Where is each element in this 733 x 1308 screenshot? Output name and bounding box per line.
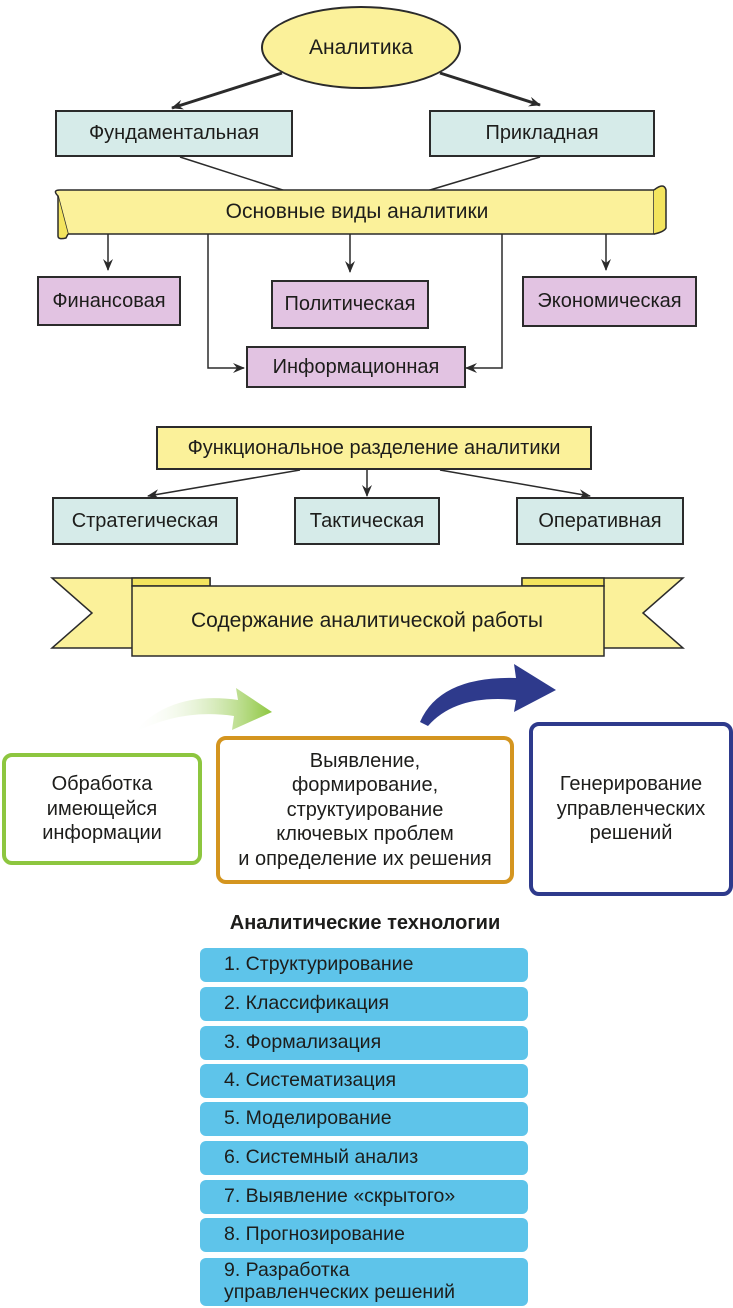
political-label: Политическая xyxy=(284,293,416,315)
tactical-label: Тактическая xyxy=(309,509,425,532)
stage-identification-line: формирование, xyxy=(291,774,439,797)
technology-item: 5. Моделирование xyxy=(200,1102,528,1136)
main-types-title-text: Основные виды аналитики xyxy=(225,200,489,223)
stage-generation-line: решений xyxy=(589,822,673,845)
financial-node: Финансовая xyxy=(37,276,181,326)
fundamental-node: Фундаментальная xyxy=(55,110,293,157)
economic-label: Экономическая xyxy=(537,290,682,312)
technology-label-line: управленческих решений xyxy=(224,1281,455,1303)
technology-item: 1. Структурирование xyxy=(200,948,528,982)
applied-label: Прикладная xyxy=(485,122,599,144)
applied-node: Прикладная xyxy=(429,110,655,157)
stage-identification-line: структуирование xyxy=(286,798,444,821)
content-title-text: Содержание аналитической работы xyxy=(191,609,543,632)
link-functional-to-strategic xyxy=(147,469,301,500)
technology-label: 2. Классификация xyxy=(224,992,390,1015)
stage-processing-line: информации xyxy=(42,822,162,845)
strategic-node: Стратегическая xyxy=(52,497,238,545)
tactical-node: Тактическая xyxy=(294,497,440,545)
technology-label: 7. Выявление «скрытого» xyxy=(224,1185,456,1208)
content-title: Содержание аналитической работы xyxy=(134,590,600,652)
stage-generation: Генерирование управленческих решений xyxy=(529,722,733,896)
stage-identification: Выявление, формирование, структуирование… xyxy=(216,736,514,884)
technology-label-line: 9. Разработка xyxy=(224,1259,350,1282)
technology-item: 4. Систематизация xyxy=(200,1064,528,1098)
root-label: Аналитика xyxy=(309,35,413,59)
operational-label: Оперативная xyxy=(538,509,662,532)
financial-label: Финансовая xyxy=(52,289,166,312)
arrow-root-to-fundamental xyxy=(171,71,283,110)
technologies-title: Аналитические технологии xyxy=(229,912,501,934)
stage-generation-line: Генерирование xyxy=(559,773,703,796)
stage-identification-line: Выявление, xyxy=(309,750,421,773)
scroll-banner-shape xyxy=(54,185,667,240)
technology-item: 6. Системный анализ xyxy=(200,1141,528,1175)
stage-identification-line: ключевых проблем xyxy=(276,823,454,846)
information-node: Информационная xyxy=(246,346,466,388)
stage-processing-line: Обработка xyxy=(51,773,153,796)
technology-label: 5. Моделирование xyxy=(224,1107,392,1130)
technology-item: 8. Прогнозирование xyxy=(200,1218,528,1252)
blue-stage-arrow xyxy=(420,664,556,726)
information-label: Информационная xyxy=(272,355,440,378)
operational-node: Оперативная xyxy=(516,497,684,545)
link-applied-to-scroll xyxy=(419,156,541,194)
technology-label: 6. Системный анализ xyxy=(224,1146,419,1169)
stage-identification-line: и определение их решения xyxy=(238,847,492,870)
technology-item: 2. Классификация xyxy=(200,987,528,1021)
economic-node: Экономическая xyxy=(522,276,697,327)
link-functional-to-operational xyxy=(439,469,591,500)
stage-generation-line: управленческих xyxy=(556,797,706,820)
root-analytics-node: Аналитика xyxy=(261,6,461,89)
technology-label: 3. Формализация xyxy=(224,1031,382,1054)
fundamental-label: Фундаментальная xyxy=(88,122,260,144)
functional-title-node: Функциональное разделение аналитики xyxy=(156,426,592,470)
ribbon-banner-shape xyxy=(50,577,685,657)
technology-label: 8. Прогнозирование xyxy=(224,1223,405,1246)
political-node: Политическая xyxy=(271,280,429,329)
functional-title-label: Функциональное разделение аналитики xyxy=(187,436,561,459)
arrow-root-to-applied xyxy=(439,71,541,107)
technology-item: 7. Выявление «скрытого» xyxy=(200,1180,528,1214)
main-types-title: Основные виды аналитики xyxy=(64,190,650,234)
stage-processing: Обработка имеющейся информации xyxy=(2,753,202,865)
strategic-label: Стратегическая xyxy=(71,509,219,532)
link-fundamental-to-scroll xyxy=(179,156,293,194)
technology-item: 3. Формализация xyxy=(200,1026,528,1060)
stage-processing-line: имеющейся xyxy=(46,797,158,820)
green-stage-arrow xyxy=(132,688,272,734)
technology-item: 9. Разработка управленческих решений xyxy=(200,1258,528,1306)
link-scroll-to-information-right xyxy=(465,234,503,373)
technology-label: 4. Систематизация xyxy=(224,1069,397,1092)
link-scroll-to-information-left xyxy=(207,234,245,373)
technology-label: 1. Структурирование xyxy=(224,953,414,976)
